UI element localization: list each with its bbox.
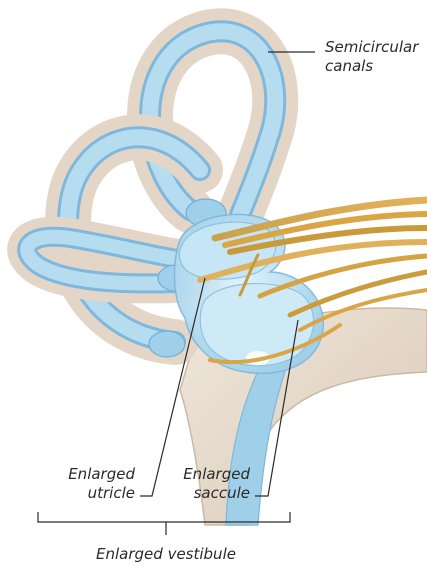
label-enlarged-saccule: Enlarged saccule	[160, 465, 250, 503]
utricle-line2: utricle	[40, 484, 135, 503]
saccule-line2: saccule	[160, 484, 250, 503]
label-semicircular-canals: Semicircular canals	[325, 38, 418, 76]
semicircular-line1: Semicircular	[325, 38, 418, 57]
saccule-line1: Enlarged	[160, 465, 250, 484]
label-enlarged-utricle: Enlarged utricle	[40, 465, 135, 503]
semicircular-line2: canals	[325, 57, 418, 76]
utricle-line1: Enlarged	[40, 465, 135, 484]
label-enlarged-vestibule: Enlarged vestibule	[60, 545, 272, 564]
